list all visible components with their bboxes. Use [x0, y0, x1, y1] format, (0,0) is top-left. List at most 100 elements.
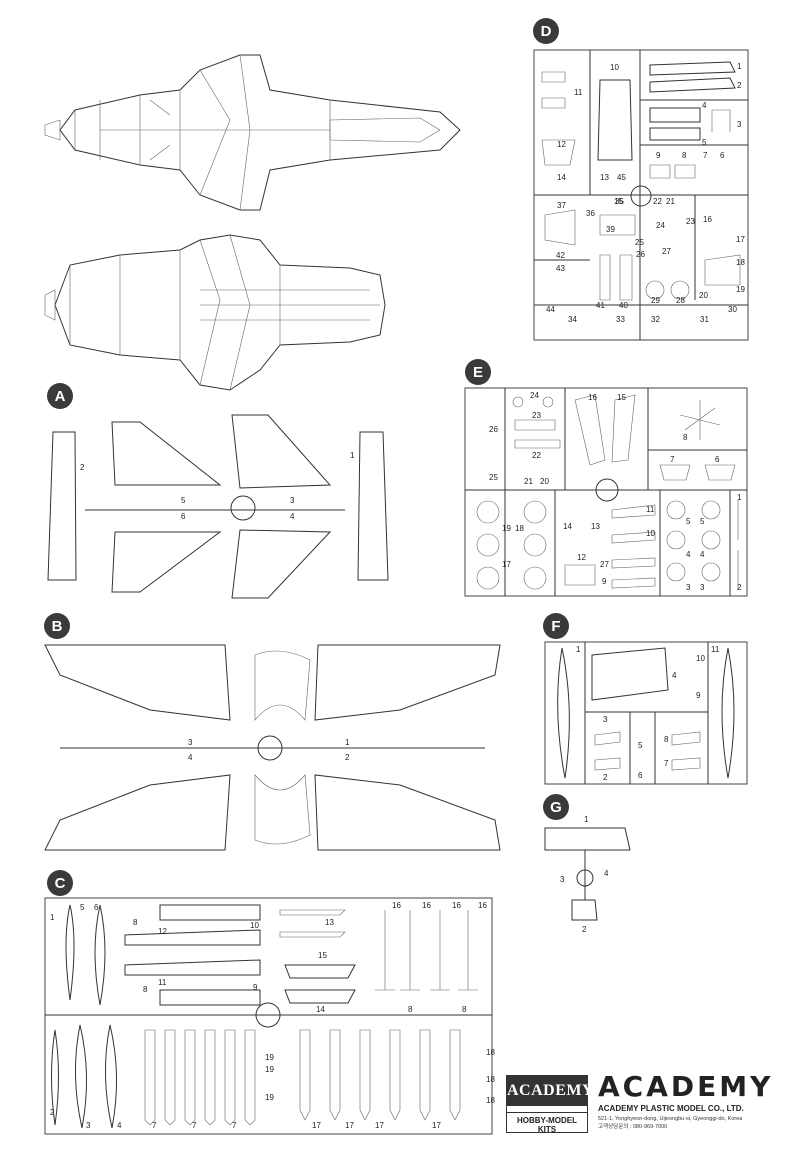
part-number-label: 19: [265, 1093, 274, 1102]
part-number-label: 23: [532, 411, 541, 420]
part-number-label: 10: [646, 529, 655, 538]
part-number-label: 22: [653, 197, 662, 206]
part-number-label: 17: [736, 235, 745, 244]
part-number-label: 4: [604, 869, 609, 878]
part-number-label: 4: [672, 671, 677, 680]
logo-tagline: HOBBY-MODEL KITS: [507, 1112, 587, 1134]
part-number-label: 8: [408, 1005, 413, 1014]
part-number-label: 15: [614, 197, 623, 206]
section-badge-b: B: [44, 613, 70, 639]
part-number-label: 30: [728, 305, 737, 314]
part-number-label: 5: [80, 903, 85, 912]
part-number-label: 3: [603, 715, 608, 724]
part-number-label: 5: [700, 517, 705, 526]
part-number-label: 8: [462, 1005, 467, 1014]
part-number-label: 16: [478, 901, 487, 910]
part-number-label: 3: [560, 875, 565, 884]
part-number-label: 17: [502, 560, 511, 569]
svg-text:F: F: [551, 618, 560, 635]
part-number-label: 33: [616, 315, 625, 324]
part-number-label: 24: [656, 221, 665, 230]
svg-text:D: D: [541, 23, 552, 40]
svg-text:E: E: [473, 364, 483, 381]
part-number-label: 4: [686, 550, 691, 559]
sprue-b: 3 4 1 2: [44, 644, 501, 851]
part-number-label: 2: [582, 925, 587, 934]
part-number-label: 10: [610, 63, 619, 72]
part-number-label: 11: [574, 88, 583, 97]
part-number-label: 29: [651, 296, 660, 305]
part-number-label: 16: [703, 215, 712, 224]
part-number-label: 7: [703, 151, 708, 160]
sprue-c: 1 2 3 4 5 6 7 7 7 8 8 8 8 9 10 11 12 13 …: [44, 897, 495, 1135]
part-number-label: 7: [670, 455, 675, 464]
part-number-label: 37: [557, 201, 566, 210]
part-number-label: 2: [603, 773, 608, 782]
part-number-label: 4: [117, 1121, 122, 1130]
part-number-label: 14: [563, 522, 572, 531]
part-number-label: 17: [345, 1121, 354, 1130]
svg-text:B: B: [52, 618, 63, 635]
part-number-label: 3: [686, 583, 691, 592]
part-number-label: 44: [546, 305, 555, 314]
logo-wordmark: ACADEMY: [507, 1076, 594, 1106]
brand-wordmark: ACADEMY: [598, 1070, 774, 1103]
part-number-label: 2: [737, 583, 742, 592]
part-number-label: 40: [619, 301, 628, 310]
part-number-label: 43: [556, 264, 565, 273]
part-number-label: 14: [557, 173, 566, 182]
part-number-label: 4: [700, 550, 705, 559]
section-badge-f: F: [543, 613, 569, 639]
svg-text:C: C: [55, 875, 66, 892]
brand-block: ACADEMY ACADEMY PLASTIC MODEL CO., LTD. …: [598, 1070, 778, 1131]
part-number-label: 1: [737, 493, 742, 502]
part-number-label: 3: [290, 496, 295, 505]
part-number-label: 23: [686, 217, 695, 226]
section-badge-g: G: [543, 794, 569, 820]
part-number-label: 32: [651, 315, 660, 324]
part-number-label: 5: [686, 517, 691, 526]
part-number-label: 18: [486, 1096, 495, 1105]
part-number-label: 11: [158, 978, 167, 987]
part-number-label: 41: [596, 301, 605, 310]
part-number-label: 28: [676, 296, 685, 305]
part-number-label: 10: [250, 921, 259, 930]
part-number-label: 8: [143, 985, 148, 994]
part-number-label: 13: [591, 522, 600, 531]
part-number-label: 3: [86, 1121, 91, 1130]
part-number-label: 16: [452, 901, 461, 910]
company-phone: 고객상담문의 : 080-969-7000: [598, 1124, 668, 1130]
part-number-label: 26: [636, 250, 645, 259]
part-number-label: 12: [577, 553, 586, 562]
sprue-e: 1 2 3 3 4 4 5 5 6 7 8 9 10 11 12 13 14 1…: [464, 387, 748, 597]
section-badge-d: D: [533, 18, 559, 44]
company-address: 521-1, Yonghyeon-dong, Uijeongbu-si, Gye…: [598, 1116, 743, 1122]
part-number-label: 17: [375, 1121, 384, 1130]
part-number-label: 11: [646, 505, 655, 514]
part-number-label: 6: [181, 512, 186, 521]
part-number-label: 11: [711, 645, 720, 654]
part-number-label: 9: [602, 577, 607, 586]
sprue-a: 2 1 3 4 5 6: [47, 414, 389, 599]
part-number-label: 1: [584, 815, 589, 824]
part-number-label: 19: [265, 1065, 274, 1074]
part-number-label: 25: [635, 238, 644, 247]
part-number-label: 24: [530, 391, 539, 400]
part-number-label: 8: [683, 433, 688, 442]
part-number-label: 8: [133, 918, 138, 927]
part-number-label: 18: [486, 1075, 495, 1084]
part-number-label: 17: [312, 1121, 321, 1130]
part-number-label: 8: [682, 151, 687, 160]
part-number-label: 12: [158, 927, 167, 936]
part-number-label: 12: [557, 140, 566, 149]
part-number-label: 22: [532, 451, 541, 460]
part-number-label: 2: [50, 1108, 55, 1117]
part-number-label: 20: [540, 477, 549, 486]
part-number-label: 6: [638, 771, 643, 780]
part-number-label: 4: [188, 753, 193, 762]
part-number-label: 7: [152, 1121, 157, 1130]
part-number-label: 7: [232, 1121, 237, 1130]
part-number-label: 27: [662, 247, 671, 256]
part-number-label: 3: [188, 738, 193, 747]
